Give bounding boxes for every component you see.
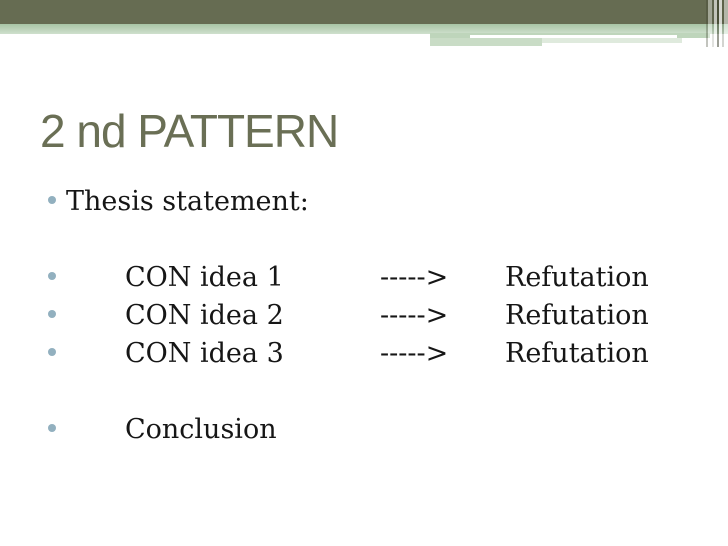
con-idea-label: CON idea 3 [125,338,284,369]
con-idea-row: CON idea 3 -----> Refutation [0,335,728,373]
refutation-label: Refutation [505,300,649,331]
arrow-dashes: -----> [380,338,449,369]
refutation-label: Refutation [505,338,649,369]
bullet-dot-icon [48,272,56,280]
bullet-dot-icon [48,424,56,432]
header-green-band [0,24,728,34]
conclusion-label: Conclusion [125,414,277,445]
blank-line [0,221,728,259]
arrow-dashes: -----> [380,300,449,331]
con-idea-label: CON idea 1 [125,262,284,293]
bullet-dot-icon [48,348,56,356]
refutation-label: Refutation [505,262,649,293]
bullet-dot-icon [48,196,56,204]
slide-body: Thesis statement: CON idea 1 -----> Refu… [0,183,728,449]
thesis-label: Thesis statement: [66,186,309,217]
con-idea-row: CON idea 1 -----> Refutation [0,259,728,297]
bullet-dot-icon [48,310,56,318]
header-accent-white-line [470,35,677,38]
header-accent-step-2 [430,38,542,46]
header-accent-step-3 [542,38,682,43]
thesis-row: Thesis statement: [0,183,728,221]
con-idea-row: CON idea 2 -----> Refutation [0,297,728,335]
arrow-dashes: -----> [380,262,449,293]
blank-line [0,373,728,411]
header-corner-stripes [703,0,728,47]
conclusion-row: Conclusion [0,411,728,449]
slide-title: 2 nd PATTERN [40,105,339,157]
header-olive-bar [0,0,728,24]
con-idea-label: CON idea 2 [125,300,284,331]
